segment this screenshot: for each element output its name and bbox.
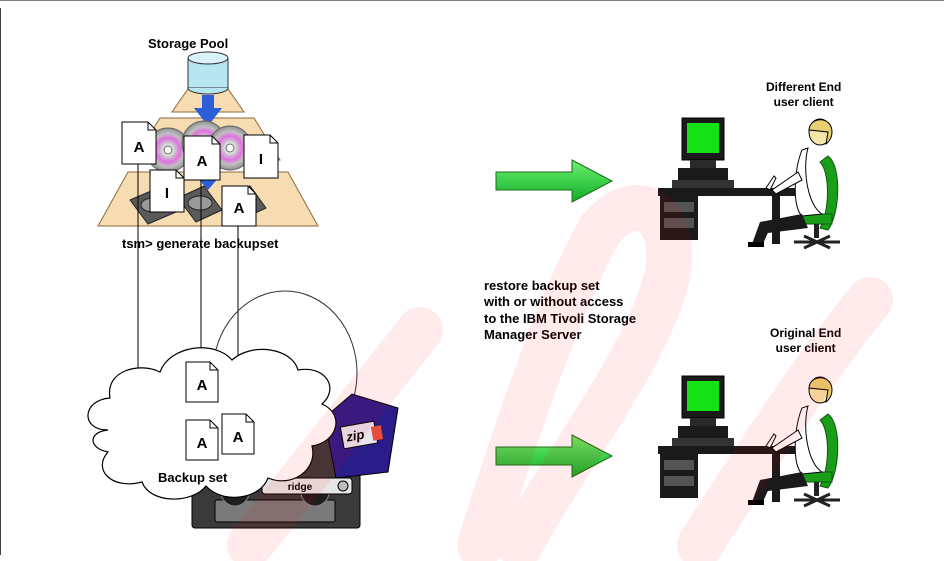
client-label-line: user client — [775, 341, 836, 355]
backup-set-label: Backup set — [158, 470, 228, 485]
document-letter: I — [165, 185, 169, 202]
document-icon: A — [121, 121, 157, 165]
database-icon — [187, 51, 229, 95]
document-letter: A — [233, 429, 244, 446]
restore-line: with or without access — [484, 294, 624, 310]
restore-description: restore backup set with or without acces… — [484, 278, 636, 343]
cartridge-label: ridge — [288, 482, 313, 493]
document-icon: A — [183, 135, 221, 181]
restore-line: to the IBM Tivoli Storage — [484, 310, 637, 326]
client-label-line: Original End — [770, 326, 842, 340]
document-letter: A — [197, 377, 208, 394]
document-icon: A — [221, 185, 257, 227]
zip-disk-icon: zip — [323, 393, 399, 479]
storage-pool-title: Storage Pool — [148, 36, 229, 51]
restore-line: restore backup set — [484, 278, 600, 293]
document-letter: A — [197, 435, 208, 452]
document-icon: A — [221, 413, 255, 455]
document-letter: A — [134, 139, 145, 156]
document-letter: A — [197, 153, 208, 170]
different-client-label: Different End user client — [766, 80, 841, 110]
document-icon: I — [149, 169, 185, 213]
document-letter: A — [234, 200, 245, 217]
document-icon: A — [185, 419, 219, 461]
restore-line: Manager Server — [484, 326, 582, 342]
original-client-label: Original End user client — [770, 326, 841, 356]
different-client-workstation — [658, 117, 840, 250]
original-client-workstation — [658, 375, 840, 508]
zip-label: zip — [344, 427, 365, 445]
client-label-line: Different End — [766, 80, 842, 94]
document-icon: A — [185, 361, 219, 403]
client-label-line: user client — [773, 95, 834, 109]
green-arrow-icon — [495, 159, 614, 203]
generate-command-label: tsm> generate backupset — [122, 236, 279, 251]
document-icon: I — [243, 134, 279, 179]
blue-down-arrow-icon — [194, 95, 222, 126]
green-arrow-icon — [495, 434, 614, 478]
document-letter: I — [259, 151, 263, 168]
